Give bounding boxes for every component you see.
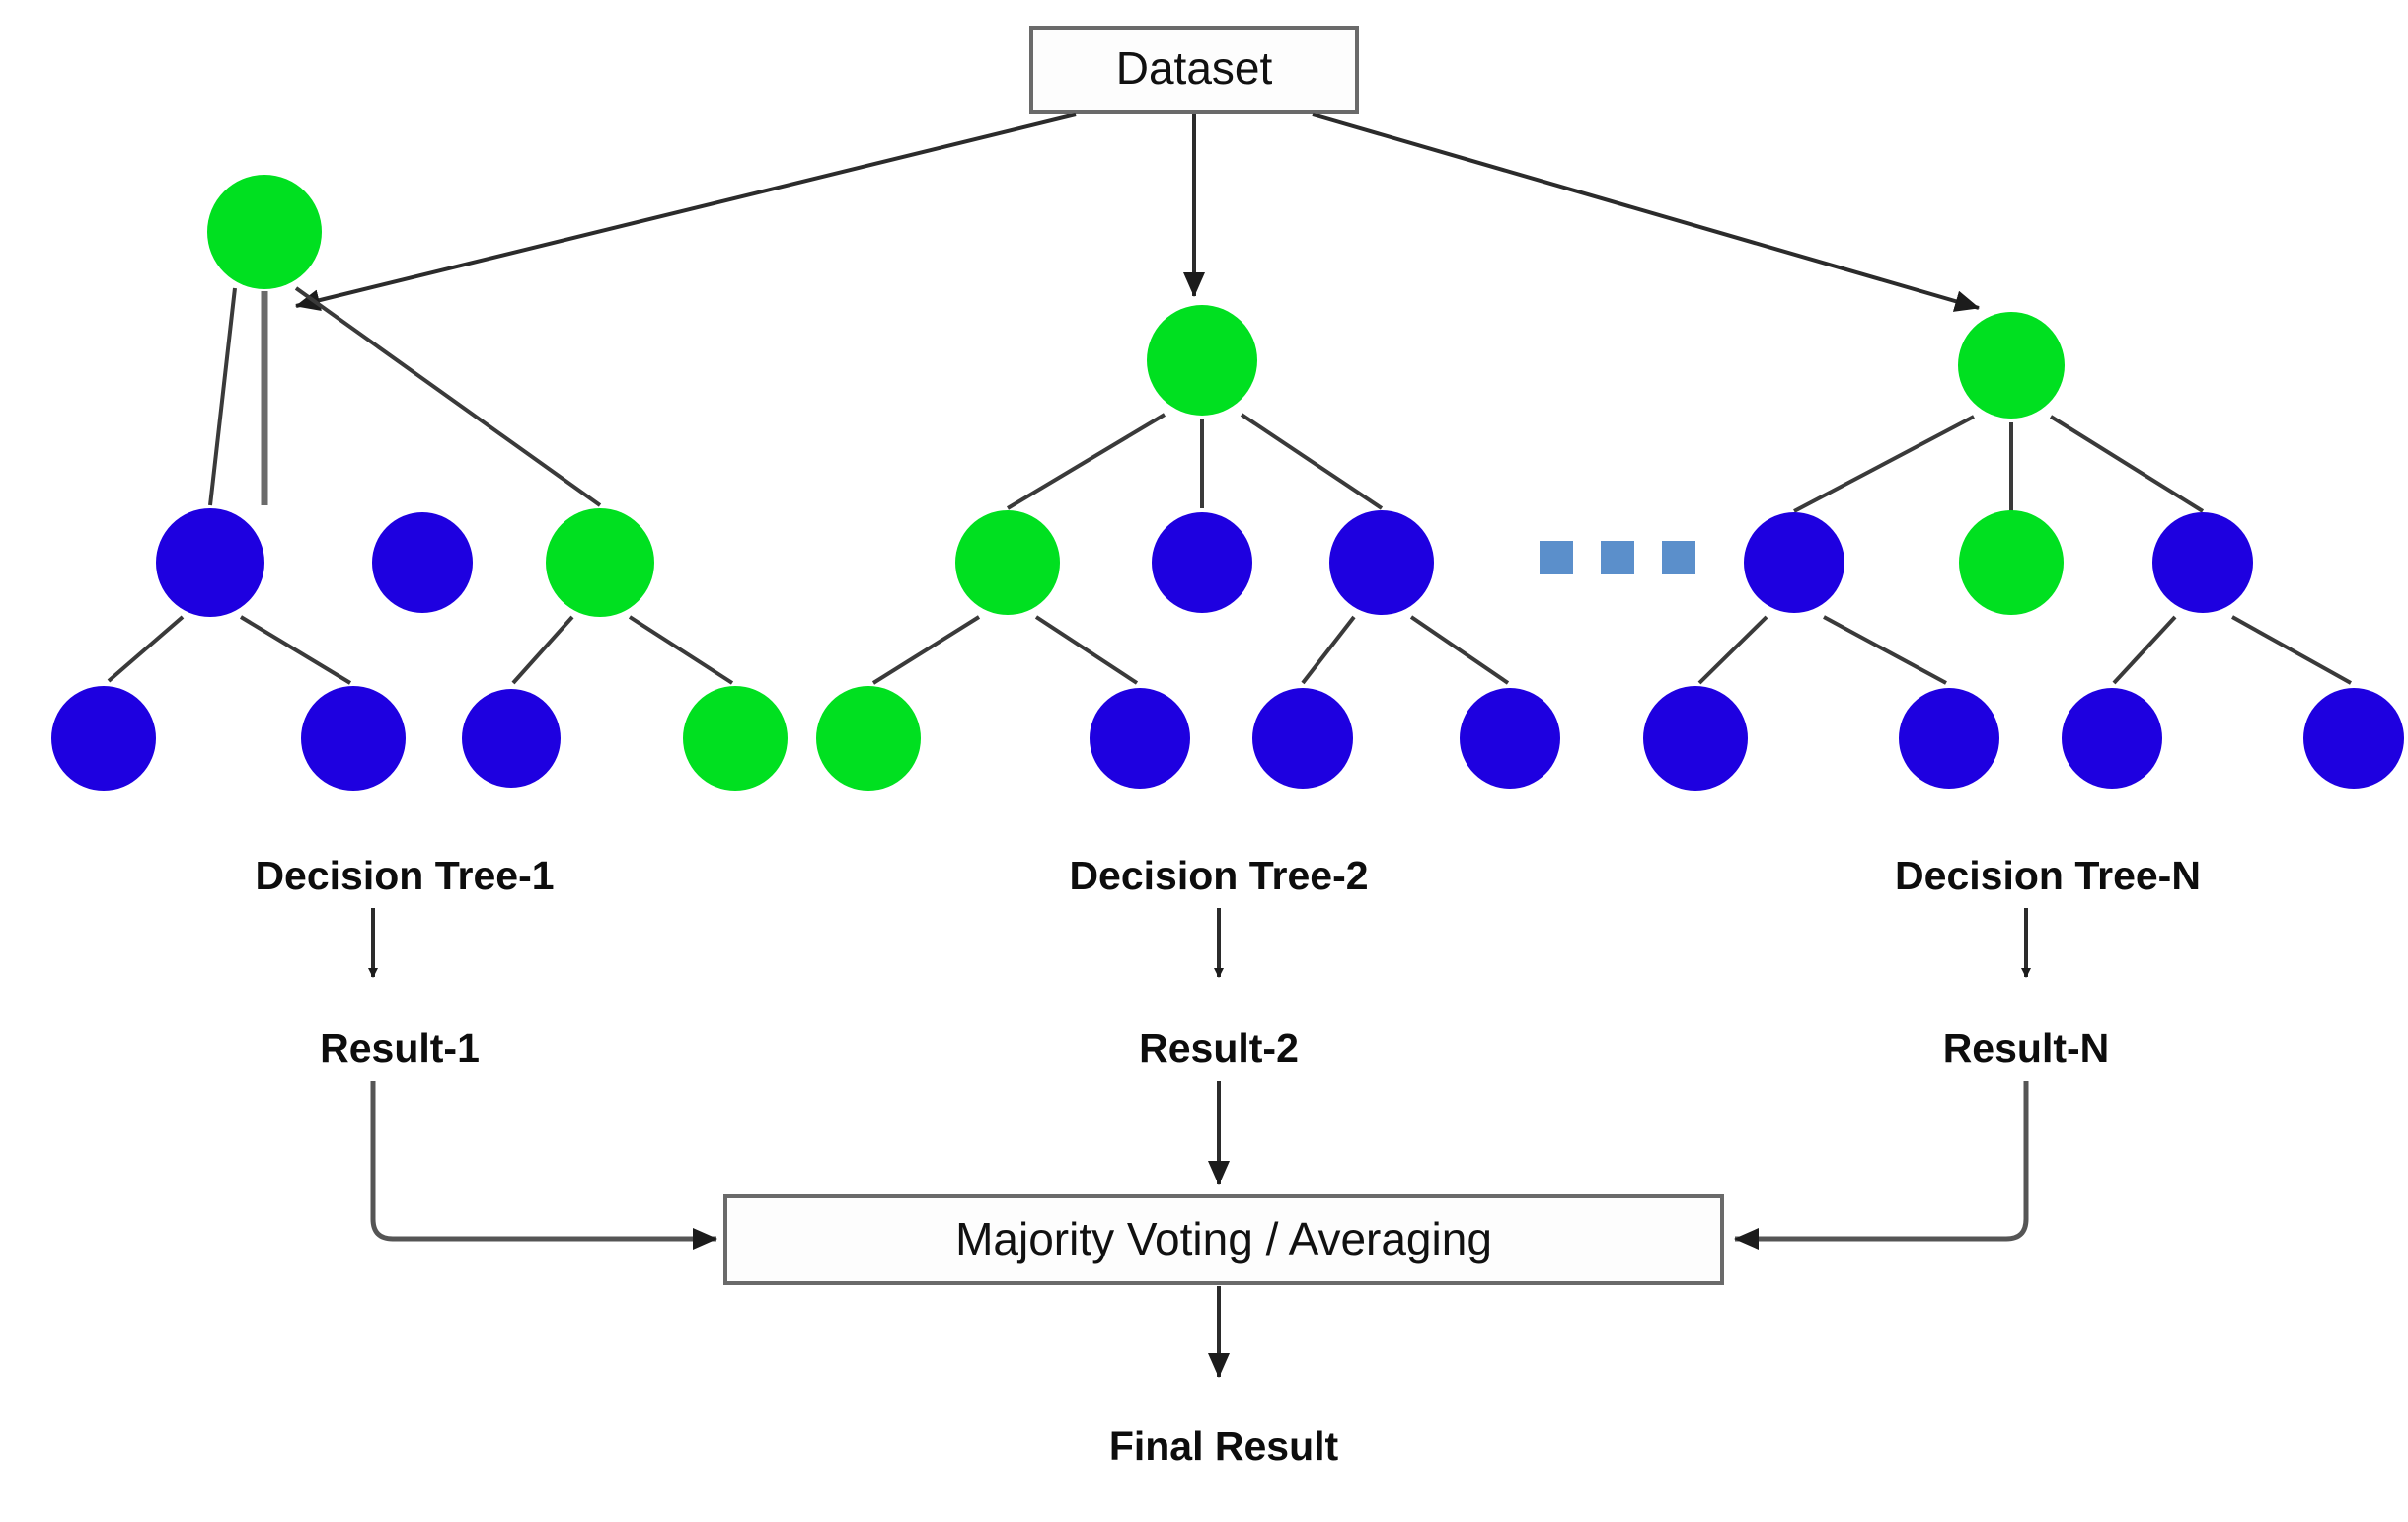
tree-n-leaf-node-3[interactable]	[2062, 688, 2162, 789]
arrow-dataset-to-tree-n	[1312, 113, 1980, 312]
tree-2-nodes	[816, 305, 1560, 791]
final-result-label: Final Result	[1109, 1423, 1339, 1469]
tree-n-leaf-node-2[interactable]	[1899, 688, 1999, 789]
tree-1-leaf-node-3[interactable]	[462, 689, 561, 788]
tree-n-nodes	[1643, 312, 2404, 791]
ellipsis-dots	[1540, 541, 1695, 574]
tree-1-root-node[interactable]	[207, 175, 322, 289]
tree-2-level2-node-3[interactable]	[1329, 510, 1434, 615]
tree-1-level2-node-2[interactable]	[372, 512, 473, 613]
ellipsis-dot-1	[1540, 541, 1573, 574]
tree-1-leaf-node-2[interactable]	[301, 686, 406, 791]
connector-result-n-to-aggregator	[1734, 1081, 2029, 1250]
tree-1-level2-node-1[interactable]	[156, 508, 264, 617]
arrow-dataset-to-tree-1	[295, 113, 1077, 311]
tree-1-leaf-node-4[interactable]	[683, 686, 788, 791]
tree-n-label: Decision Tree-N	[1895, 853, 2201, 898]
result-n-label: Result-N	[1943, 1026, 2110, 1071]
result-1-label: Result-1	[320, 1026, 480, 1071]
tree-2-leaf-node-3[interactable]	[1252, 688, 1353, 789]
tree-2-root-node[interactable]	[1147, 305, 1257, 416]
tree-n-root-node[interactable]	[1958, 312, 2065, 419]
dataset-box: Dataset	[1029, 26, 1359, 114]
tree-1-nodes	[51, 175, 788, 791]
aggregator-box-label: Majority Voting / Averaging	[955, 1213, 1492, 1264]
tree-n-leaf-node-4[interactable]	[2303, 688, 2404, 789]
tree-2-level2-node-1[interactable]	[955, 510, 1060, 615]
dataset-box-label: Dataset	[1116, 42, 1273, 94]
tree-2-edges	[871, 413, 1510, 685]
tree-1-leaf-node-1[interactable]	[51, 686, 156, 791]
tree-n-edges	[1697, 415, 2352, 685]
tree-n-leaf-node-1[interactable]	[1643, 686, 1748, 791]
aggregator-box: Majority Voting / Averaging	[723, 1194, 1724, 1285]
dataset-to-roots-arrows	[295, 113, 1980, 312]
tree-n-level2-node-2[interactable]	[1959, 510, 2064, 615]
tree-1-edges	[107, 286, 734, 685]
tree-2-leaf-node-4[interactable]	[1460, 688, 1560, 789]
tree-n-level2-node-3[interactable]	[2152, 512, 2253, 613]
tree-1-label: Decision Tree-1	[255, 853, 554, 898]
tree-2-leaf-node-2[interactable]	[1090, 688, 1190, 789]
tree-2-leaf-node-1[interactable]	[816, 686, 921, 791]
tree-2-label: Decision Tree-2	[1069, 853, 1368, 898]
ellipsis-dot-3	[1662, 541, 1695, 574]
tree-2-level2-node-2[interactable]	[1152, 512, 1252, 613]
result-2-label: Result-2	[1139, 1026, 1299, 1071]
tree-n-level2-node-1[interactable]	[1744, 512, 1844, 613]
ellipsis-dot-2	[1601, 541, 1634, 574]
tree-1-level2-node-3[interactable]	[546, 508, 654, 617]
connector-result-1-to-aggregator	[370, 1081, 717, 1250]
